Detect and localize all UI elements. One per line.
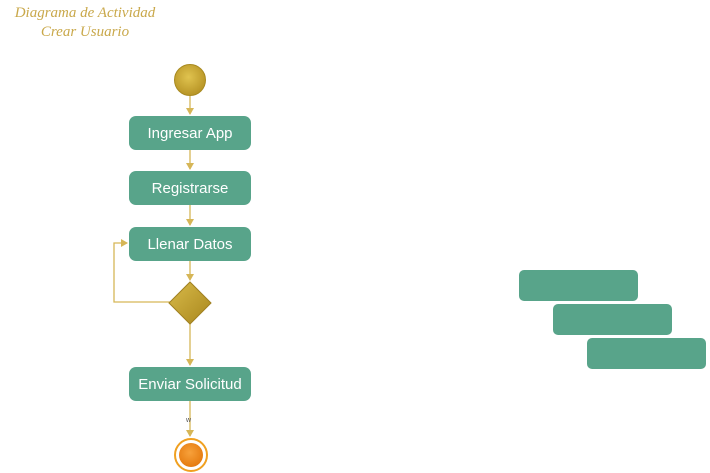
diagram-title-line1: Diagrama de Actividad: [14, 5, 156, 21]
start-node: [174, 64, 206, 96]
decorative-box-3: [586, 337, 707, 370]
decorative-box-1: [518, 269, 639, 302]
edge-decision-loop-back: [113, 239, 170, 303]
end-node: [174, 438, 208, 472]
action-llenar-datos: Llenar Datos: [129, 227, 251, 261]
action-enviar-solicitud: Enviar Solicitud: [129, 367, 251, 401]
decision-node: [168, 281, 212, 325]
action-ingresar-app: Ingresar App: [129, 116, 251, 150]
end-node-inner: [179, 443, 203, 467]
decorative-box-2: [552, 303, 673, 336]
edge-label: w: [186, 417, 192, 424]
diagram-title: Diagrama de Actividad Crear Usuario: [0, 4, 170, 42]
action-registrarse: Registrarse: [129, 171, 251, 205]
diagram-title-line2: Crear Usuario: [40, 24, 130, 40]
